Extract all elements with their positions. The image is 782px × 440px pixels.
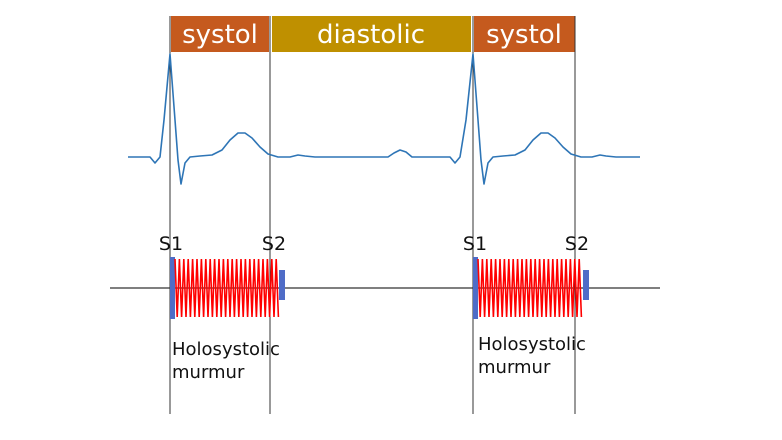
phase-label-systole-1: systol (182, 20, 258, 50)
phase-diastole (272, 16, 471, 52)
murmur-block-2 (473, 257, 589, 319)
s1-marker-2 (473, 257, 478, 319)
s2-marker-1 (279, 270, 285, 300)
murmur-label-1-line1: Holosystolic (172, 339, 280, 360)
murmur-block-1 (170, 257, 285, 319)
s2-label-1: S2 (262, 233, 286, 255)
murmur-label-2-line1: Holosystolic (478, 334, 586, 355)
phase-bar: systol diastolic systol (171, 16, 575, 52)
s2-label-2: S2 (565, 233, 589, 255)
s1-marker-1 (170, 257, 175, 319)
murmur-waveform-2 (477, 258, 583, 318)
ecg-trace (128, 53, 640, 185)
murmur-label-2-line2: murmur (478, 357, 551, 378)
s1-label-1: S1 (159, 233, 183, 255)
s2-marker-2 (583, 270, 589, 300)
phase-label-diastole: diastolic (317, 20, 425, 50)
timing-lines (169, 16, 576, 414)
phase-systole-1 (171, 16, 269, 52)
s1-label-2: S1 (463, 233, 487, 255)
murmur-label-1-line2: murmur (172, 362, 245, 383)
murmur-waveform-1 (174, 258, 280, 318)
phase-systole-2 (474, 16, 575, 52)
phase-label-systole-2: systol (486, 20, 562, 50)
